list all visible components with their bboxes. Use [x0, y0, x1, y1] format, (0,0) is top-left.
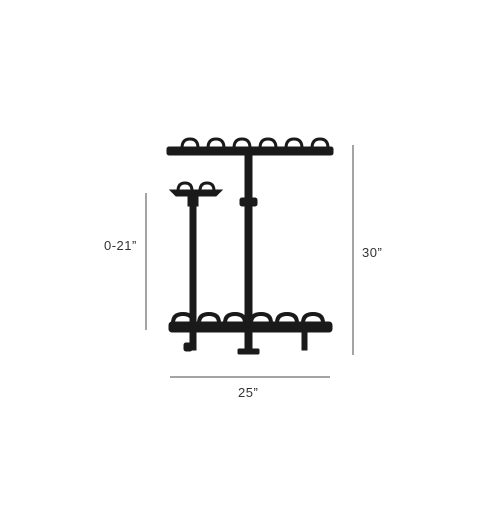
small-cradle-clips [176, 181, 216, 192]
width-label: 25” [238, 385, 259, 400]
center-pole-foot [237, 348, 260, 355]
small-cradle-mount [187, 195, 199, 207]
fishing-rod-rack [166, 137, 334, 355]
bottom-tray [168, 321, 333, 333]
adjustable-height-label: 0-21” [104, 238, 137, 253]
right-leg [301, 329, 308, 351]
top-rail-clips [180, 137, 330, 149]
center-pole-clamp [239, 197, 258, 207]
total-height-label: 30” [362, 245, 383, 260]
small-cradle [168, 189, 224, 197]
bottom-rod-cups [171, 311, 325, 324]
adjust-knob [183, 342, 193, 352]
